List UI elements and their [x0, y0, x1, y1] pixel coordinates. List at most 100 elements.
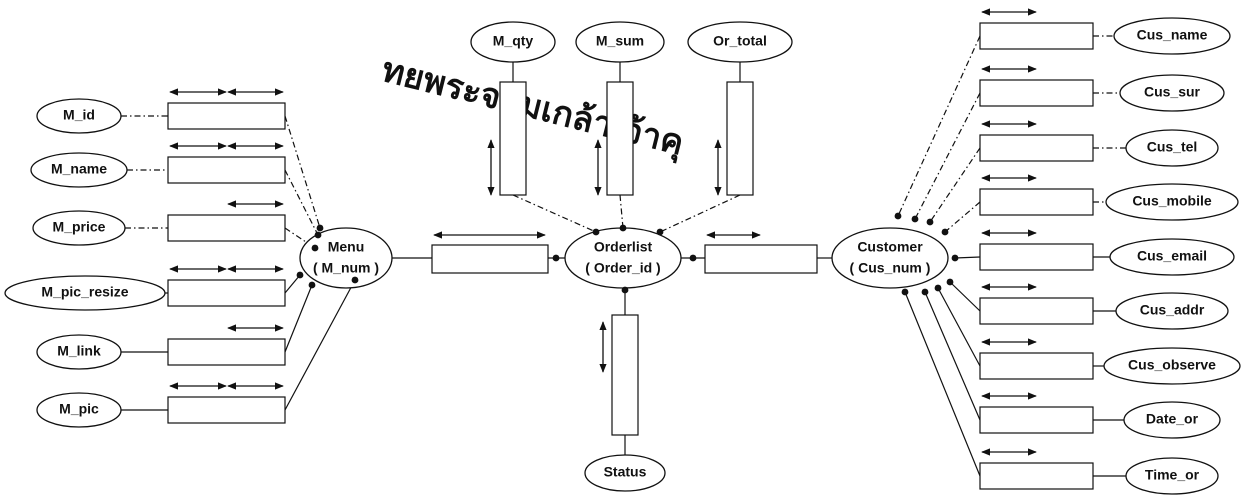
- field-box: [979, 188, 1094, 216]
- attr-ellipse-m_price: [32, 210, 126, 246]
- connector-line: [914, 92, 981, 220]
- attr-ellipse-status: [584, 454, 666, 492]
- field-box: [167, 214, 286, 242]
- field-box: [431, 244, 549, 274]
- entity-orderlist-key: ( Order_id ): [585, 260, 660, 276]
- attr-ellipse-cus_mobile: [1105, 183, 1239, 221]
- attr-ellipse-cus_sur: [1119, 74, 1225, 112]
- attr-ellipse-m_qty: [470, 21, 556, 63]
- field-box: [167, 396, 286, 424]
- entity-customer: [831, 227, 949, 289]
- connector-line: [284, 115, 321, 229]
- attr-label-cus_mobile: Cus_mobile: [1132, 193, 1212, 209]
- attr-ellipse-m_pic: [36, 392, 122, 428]
- cardinality-dot: [894, 212, 902, 220]
- connector-line: [284, 284, 313, 353]
- attr-ellipse-cus_observe: [1103, 347, 1241, 385]
- field-box: [979, 406, 1094, 434]
- attr-label-status: Status: [604, 464, 647, 480]
- connector-line: [284, 169, 319, 236]
- connector-line: [619, 194, 624, 229]
- attr-label-cus_tel: Cus_tel: [1147, 139, 1198, 155]
- attr-label-m_id: M_id: [63, 107, 95, 123]
- attr-label-m_link: M_link: [57, 343, 101, 359]
- attr-label-time_or: Time_or: [1145, 467, 1200, 483]
- entity-menu-key: ( M_num ): [313, 260, 379, 276]
- attr-label-date_or: Date_or: [1146, 411, 1199, 427]
- field-box: [704, 244, 818, 274]
- cardinality-dot: [934, 284, 942, 292]
- attr-ellipse-m_link: [36, 334, 122, 370]
- cardinality-dot: [592, 228, 600, 236]
- attr-label-m_name: M_name: [51, 161, 107, 177]
- connector-line: [949, 281, 981, 312]
- cardinality-dot: [926, 218, 934, 226]
- attr-label-or_total: Or_total: [713, 33, 767, 49]
- attr-ellipse-or_total: [687, 21, 793, 63]
- attr-label-cus_email: Cus_email: [1137, 248, 1207, 264]
- cardinality-dot: [351, 276, 359, 284]
- cardinality-dot: [941, 228, 949, 236]
- field-box: [726, 81, 754, 196]
- attr-label-m_pic_resize: M_pic_resize: [41, 284, 128, 300]
- connector-line: [904, 291, 981, 477]
- entity-orderlist-name: Orderlist: [594, 239, 653, 255]
- cardinality-dot: [316, 224, 324, 232]
- attr-label-m_sum: M_sum: [596, 33, 644, 49]
- field-box: [979, 22, 1094, 50]
- connector-line: [929, 147, 981, 223]
- field-box: [167, 156, 286, 184]
- attr-ellipse-cus_email: [1109, 238, 1235, 276]
- attr-ellipse-cus_addr: [1115, 292, 1229, 330]
- field-box: [167, 102, 286, 130]
- field-box: [611, 314, 639, 436]
- attr-ellipse-time_or: [1125, 457, 1219, 495]
- cardinality-dot: [951, 254, 959, 262]
- connector-line: [944, 201, 981, 233]
- connector-line: [924, 291, 981, 421]
- cardinality-dot: [552, 254, 560, 262]
- connector-line: [897, 35, 981, 217]
- field-box: [979, 297, 1094, 325]
- connector-line: [659, 194, 741, 233]
- field-box: [606, 81, 634, 196]
- field-box: [167, 338, 286, 366]
- attr-ellipse-m_pic_resize: [4, 275, 166, 311]
- cardinality-dot: [314, 231, 322, 239]
- cardinality-dot: [689, 254, 697, 262]
- connector-line: [937, 287, 981, 367]
- field-box: [979, 462, 1094, 490]
- entity-customer-name: Customer: [857, 239, 923, 255]
- cardinality-dot: [901, 288, 909, 296]
- connector-line: [284, 274, 301, 294]
- watermark-text: ทยพระจอมเกล้าเจ้าคุ: [378, 51, 688, 165]
- attr-label-m_pic: M_pic: [59, 401, 99, 417]
- field-box: [499, 81, 527, 196]
- cardinality-dot: [911, 215, 919, 223]
- entity-menu: [299, 227, 393, 289]
- field-box: [979, 243, 1094, 271]
- cardinality-dot: [308, 281, 316, 289]
- cardinality-dot: [621, 286, 629, 294]
- field-box: [979, 79, 1094, 107]
- attr-label-cus_name: Cus_name: [1137, 27, 1208, 43]
- attr-ellipse-m_sum: [575, 21, 665, 63]
- field-box: [979, 134, 1094, 162]
- cardinality-dot: [921, 288, 929, 296]
- field-box: [979, 352, 1094, 380]
- attr-ellipse-cus_tel: [1125, 129, 1219, 167]
- connector-line: [284, 279, 356, 411]
- entity-customer-key: ( Cus_num ): [850, 260, 931, 276]
- connector-line: [954, 256, 981, 259]
- cardinality-dot: [656, 228, 664, 236]
- attr-label-cus_observe: Cus_observe: [1128, 357, 1216, 373]
- field-box: [167, 279, 286, 307]
- entity-menu-name: Menu: [328, 239, 365, 255]
- attr-ellipse-cus_name: [1113, 17, 1231, 55]
- attr-ellipse-m_id: [36, 98, 122, 134]
- connector-line: [512, 194, 597, 233]
- cardinality-dot: [619, 224, 627, 232]
- entity-orderlist: [564, 227, 682, 289]
